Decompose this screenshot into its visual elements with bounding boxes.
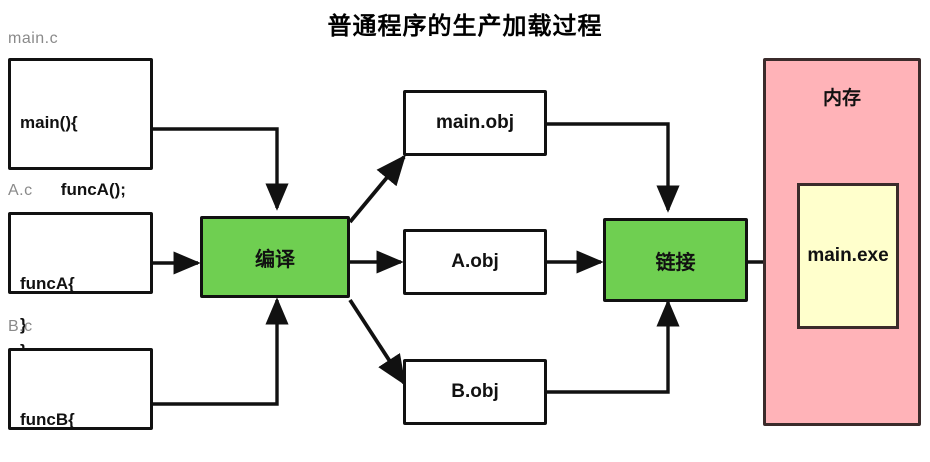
compile-stage-label: 编译 — [255, 248, 295, 271]
source-label-bc: B.c — [8, 318, 33, 335]
object-box-mainobj: main.obj — [403, 90, 547, 156]
object-label: main.obj — [435, 112, 515, 133]
code-line: funcA(); — [60, 180, 126, 200]
code-line: funcA{ — [20, 273, 75, 293]
object-box-aobj: A.obj — [403, 229, 547, 295]
source-label-ac: A.c — [8, 182, 33, 199]
code-line: } — [20, 314, 27, 334]
wire-mainc-to-compile — [152, 127, 289, 211]
code-line: funcB{ — [20, 409, 75, 429]
compile-stage-box: 编译 — [200, 216, 350, 298]
source-box-ac: funcA{ } — [8, 212, 153, 360]
object-label: A.obj — [451, 251, 499, 272]
link-stage-box: 链接 — [603, 218, 748, 302]
link-stage-label: 链接 — [655, 251, 696, 274]
wire-bobj-to-link — [547, 299, 680, 394]
wire-mainobj-to-link — [547, 122, 680, 213]
page-title: 普通程序的生产加载过程 — [327, 13, 603, 40]
memory-box: 内存 main.exe — [763, 58, 921, 426]
object-box-bobj: B.obj — [403, 359, 547, 425]
executable-box-mainexe: main.exe — [797, 183, 899, 329]
code-line: main(){ — [20, 112, 78, 132]
wire-bc-to-compile — [152, 297, 289, 406]
source-box-bc: funcB{ } — [8, 348, 153, 430]
wire-compile-to-mainobj — [348, 154, 406, 224]
object-label: B.obj — [451, 381, 499, 402]
wire-compile-to-bobj — [348, 298, 406, 386]
source-box-mainc: main(){ funcA(); funcB(); } — [8, 58, 153, 334]
executable-label: main.exe — [807, 245, 889, 266]
memory-label: 内存 — [822, 88, 861, 109]
source-label-mainc: main.c — [8, 30, 59, 47]
